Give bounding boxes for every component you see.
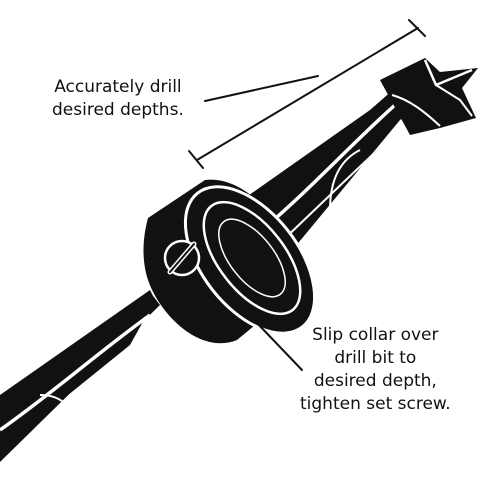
collar-caption: Slip collar over drill bit to desired de… [300, 324, 451, 416]
set-screw-icon [163, 239, 201, 277]
drill-bit-tip [380, 58, 478, 135]
collar-leader-line [256, 322, 303, 371]
collar-caption-line: tighten set screw. [300, 394, 451, 414]
collar-bore [202, 200, 302, 316]
collar-caption-line: Slip collar over [312, 325, 439, 345]
collar-caption-line: desired depth, [313, 371, 437, 391]
depth-dimension-bracket [188, 19, 426, 169]
stop-collar-icon [143, 179, 317, 344]
dimension-tick-far [408, 19, 426, 37]
dimension-line [196, 27, 419, 161]
depth-caption: Accurately drill desired depths. [52, 76, 184, 122]
drill-bit-lower-section [0, 290, 160, 462]
drill-bit-icon [0, 58, 478, 462]
depth-leader-line [204, 75, 319, 102]
collar-caption-line: drill bit to [334, 348, 417, 368]
depth-caption-line: desired depths. [52, 100, 184, 120]
depth-caption-line: Accurately drill [54, 77, 182, 97]
collar-highlight-inner [218, 218, 286, 298]
dimension-tick-near [188, 150, 204, 169]
